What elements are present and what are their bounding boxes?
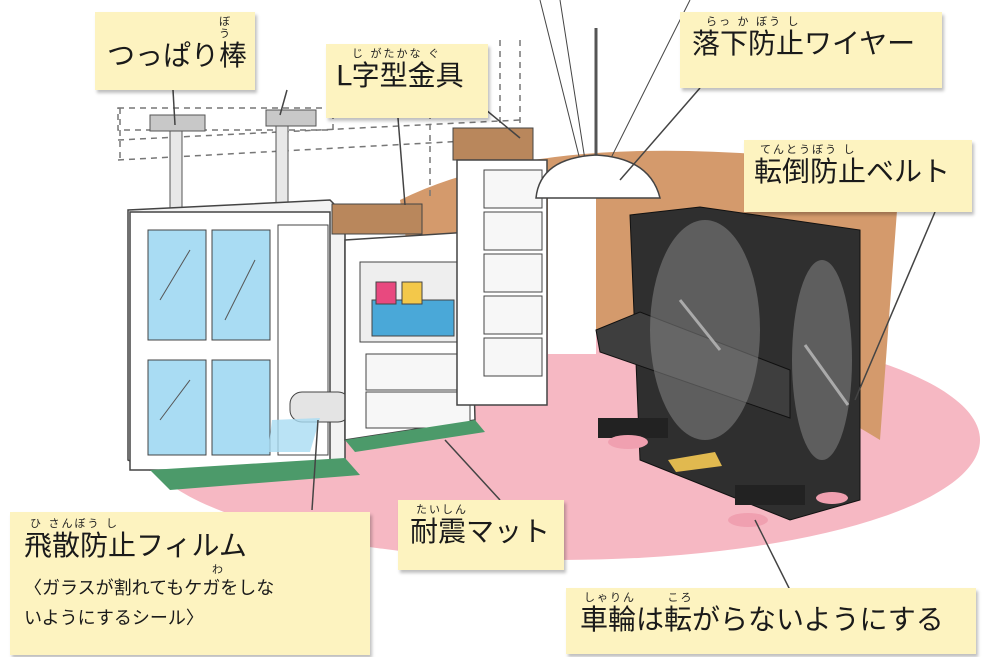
upright-piano (595, 206, 861, 527)
tension-rods (149, 109, 317, 212)
ruby-caster: しゃりん ころ (584, 591, 694, 604)
label-tension-rod: ぼう つっぱり棒 (95, 12, 255, 90)
low-chest (331, 203, 485, 452)
label-l-bracket: じ がたかな ぐ L字型金具 (326, 44, 488, 118)
label-fall-wire: らっ か ぼう し 落下防止ワイヤー (680, 12, 942, 88)
text-film-note-2: いようにするシール〉 (24, 608, 204, 629)
ruby-tension-rod: ぼう (219, 15, 232, 40)
ruby-film-note: わ (212, 563, 225, 576)
label-film: ひ さんぼう し 飛散防止フィルム わ 〈ガラスが割れてもケガをしな いようにす… (10, 512, 370, 655)
pendant-lamp (535, 0, 691, 199)
text-film: 飛散防止フィルム (24, 529, 247, 562)
tall-chest (452, 127, 548, 406)
text-caster: 車輪は転がらないようにする (580, 603, 944, 636)
text-tip-belt: 転倒防止ベルト (754, 155, 951, 188)
text-film-note-1: 〈ガラスが割れてもケガをしな (24, 578, 275, 599)
wall-pane (548, 182, 596, 354)
ruby-tip-belt: てんとうぼう し (760, 143, 857, 156)
glass-cabinet (127, 199, 360, 490)
text-fall-wire: 落下防止ワイヤー (692, 27, 916, 60)
text-l-bracket: L字型金具 (336, 59, 464, 92)
label-quake-mat: たいしん 耐震マット (398, 500, 564, 570)
ruby-fall-wire: らっ か ぼう し (706, 15, 801, 28)
ruby-quake-mat: たいしん (416, 503, 468, 516)
ruby-l-bracket: じ がたかな ぐ (352, 47, 441, 60)
label-caster: しゃりん ころ 車輪は転がらないようにする (566, 588, 976, 654)
pointer-lines (172, 87, 936, 591)
text-quake-mat: 耐震マット (410, 515, 551, 548)
ruby-film: ひ さんぼう し (30, 517, 119, 530)
film-roll (268, 391, 351, 452)
label-tip-belt: てんとうぼう し 転倒防止ベルト (744, 140, 972, 212)
text-tension-rod: つっぱり棒 (107, 39, 248, 72)
